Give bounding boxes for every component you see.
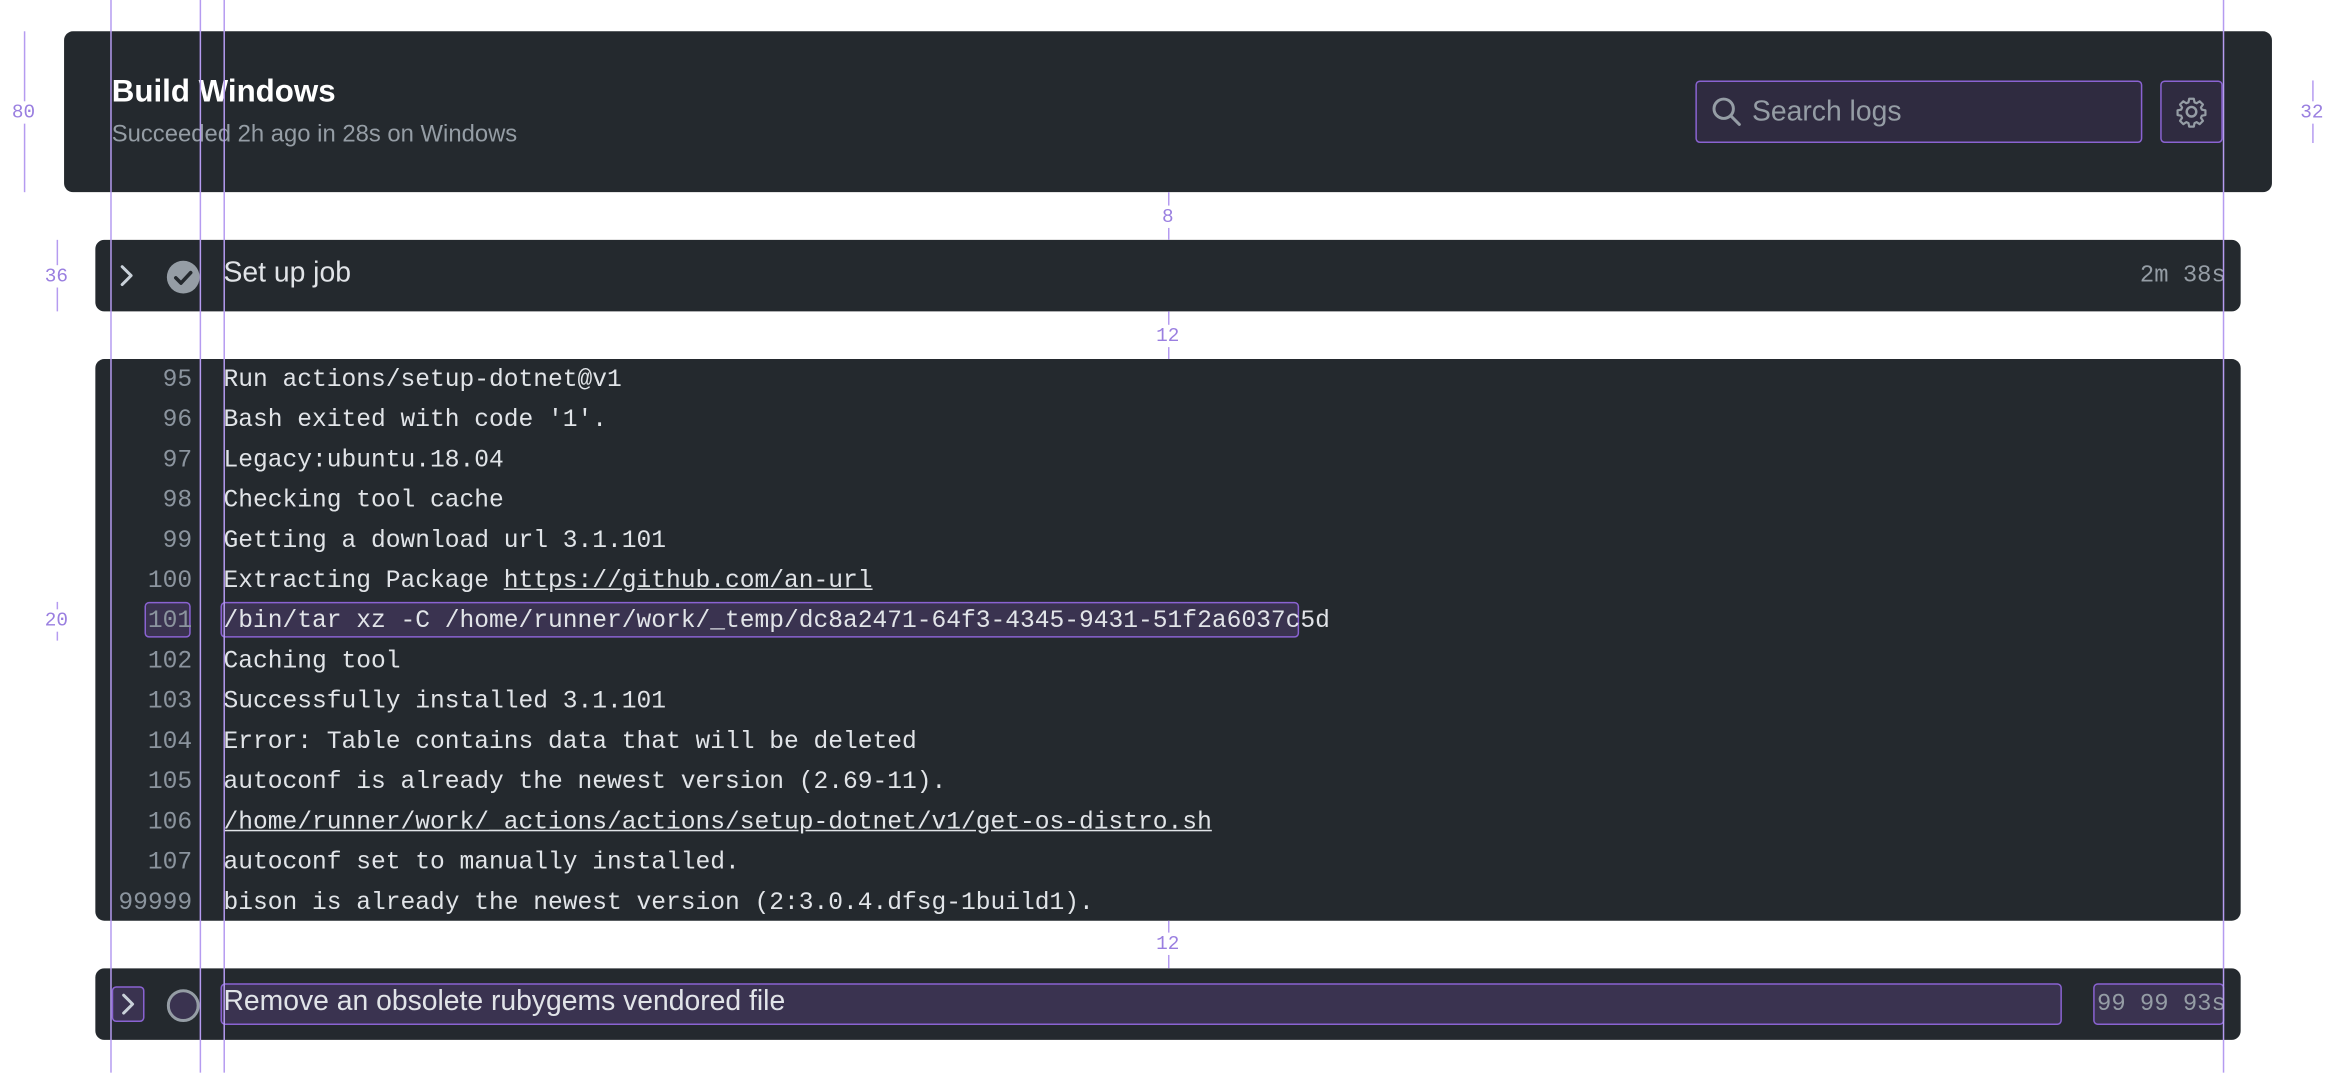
measure-label: 80	[11, 101, 36, 124]
line-number[interactable]: 106	[147, 807, 193, 836]
measure-label: 20	[44, 609, 68, 632]
line-number[interactable]: 103	[147, 686, 193, 716]
line-number[interactable]: 96	[162, 405, 193, 434]
log-line: 99999 bison is already the newest versio…	[95, 883, 2240, 923]
guide-line	[2222, 0, 2225, 1073]
line-number[interactable]: 98	[162, 485, 193, 514]
log-line: 103 Successfully installed 3.1.101	[95, 682, 2240, 722]
chevron-right-icon[interactable]	[118, 989, 139, 1026]
line-text: /bin/tar xz -C /home/runner/work/_temp/d…	[223, 606, 1330, 635]
line-number[interactable]: 104	[147, 727, 193, 756]
line-text: Legacy:ubuntu.18.04	[223, 445, 504, 474]
measure-label: 8	[1162, 205, 1174, 228]
line-number[interactable]: 105	[147, 767, 193, 796]
line-text: bison is already the newest version (2:3…	[223, 887, 1094, 917]
step-duration: 99 99 93s	[2097, 990, 2226, 1018]
highlight-box	[144, 601, 191, 638]
measure-label: 36	[44, 265, 68, 288]
check-circle-icon	[165, 259, 201, 302]
line-text: Extracting Package https://github.com/an…	[223, 566, 872, 594]
log-line: 102 Caching tool	[95, 642, 2240, 682]
log-line: 106 /home/runner/work/_actions/actions/s…	[95, 803, 2240, 843]
log-line: 99 Getting a download url 3.1.101	[95, 521, 2240, 561]
measure-label: 32	[2300, 101, 2324, 124]
highlight-box	[220, 601, 1300, 638]
guide-line	[110, 0, 112, 1073]
step-duration: 2m 38s	[2139, 262, 2226, 290]
line-text: Successfully installed 3.1.101	[223, 686, 667, 716]
log-line: 97 Legacy:ubuntu.18.04	[95, 441, 2240, 481]
log-line: 107 autoconf set to manually installed.	[95, 843, 2240, 883]
chevron-right-icon[interactable]	[116, 261, 137, 298]
line-text: Error: Table contains data that will be …	[223, 727, 917, 756]
job-subtitle: Succeeded 2h ago in 28s on Windows	[111, 122, 518, 148]
line-number[interactable]: 107	[147, 847, 193, 877]
line-text-prefix: Extracting Package	[223, 566, 504, 595]
log-line-highlighted: 101 /bin/tar xz -C /home/runner/work/_te…	[95, 601, 2240, 642]
highlight-box	[2093, 983, 2225, 1025]
line-number[interactable]: 100	[147, 566, 193, 595]
line-number[interactable]: 99	[162, 525, 193, 555]
line-number[interactable]: 101	[147, 606, 193, 635]
search-logs-input[interactable]: Search logs	[1695, 80, 2143, 144]
line-text: autoconf is already the newest version (…	[223, 767, 947, 796]
gear-icon	[2176, 97, 2207, 128]
line-number[interactable]: 95	[162, 365, 193, 394]
step-title: Remove an obsolete rubygems vendored fil…	[223, 986, 786, 1018]
log-line: 100 Extracting Package https://github.co…	[95, 562, 2240, 602]
line-text: autoconf set to manually installed.	[223, 847, 740, 877]
log-line: 95 Run actions/setup-dotnet@v1	[95, 361, 2240, 401]
step-set-up-job[interactable]: Set up job 2m 38s	[95, 239, 2241, 312]
measure-label: 12	[1156, 324, 1180, 348]
line-text: Bash exited with code '1'.	[223, 405, 608, 434]
line-text-link[interactable]: /home/runner/work/_actions/actions/setup…	[223, 807, 1212, 836]
line-text: Getting a download url 3.1.101	[223, 525, 667, 555]
search-placeholder: Search logs	[1752, 96, 1902, 129]
settings-button[interactable]	[2160, 80, 2223, 144]
log-line: 96 Bash exited with code '1'.	[95, 401, 2240, 441]
line-number[interactable]: 97	[162, 445, 193, 474]
line-number[interactable]: 99999	[118, 887, 193, 917]
step-title: Set up job	[223, 257, 351, 290]
search-icon	[1712, 97, 1742, 127]
guide-line	[199, 0, 202, 1073]
line-text: Checking tool cache	[223, 485, 504, 514]
line-text: Caching tool	[223, 646, 401, 675]
guide-line	[223, 0, 225, 1073]
step-remove-rubygems-file[interactable]: Remove an obsolete rubygems vendored fil…	[95, 968, 2241, 1040]
pending-circle-icon	[165, 988, 201, 1031]
measure-label: 12	[1156, 932, 1180, 955]
highlight-box	[220, 983, 2062, 1025]
line-text: Run actions/setup-dotnet@v1	[223, 365, 622, 394]
log-output: 95 Run actions/setup-dotnet@v1 96 Bash e…	[95, 359, 2241, 923]
log-line: 104 Error: Table contains data that will…	[95, 723, 2240, 763]
log-line: 105 autoconf is already the newest versi…	[95, 763, 2240, 803]
log-link[interactable]: https://github.com/an-url	[503, 566, 873, 595]
highlight-box	[111, 986, 145, 1023]
log-line: 98 Checking tool cache	[95, 481, 2240, 521]
line-number[interactable]: 102	[147, 646, 193, 675]
